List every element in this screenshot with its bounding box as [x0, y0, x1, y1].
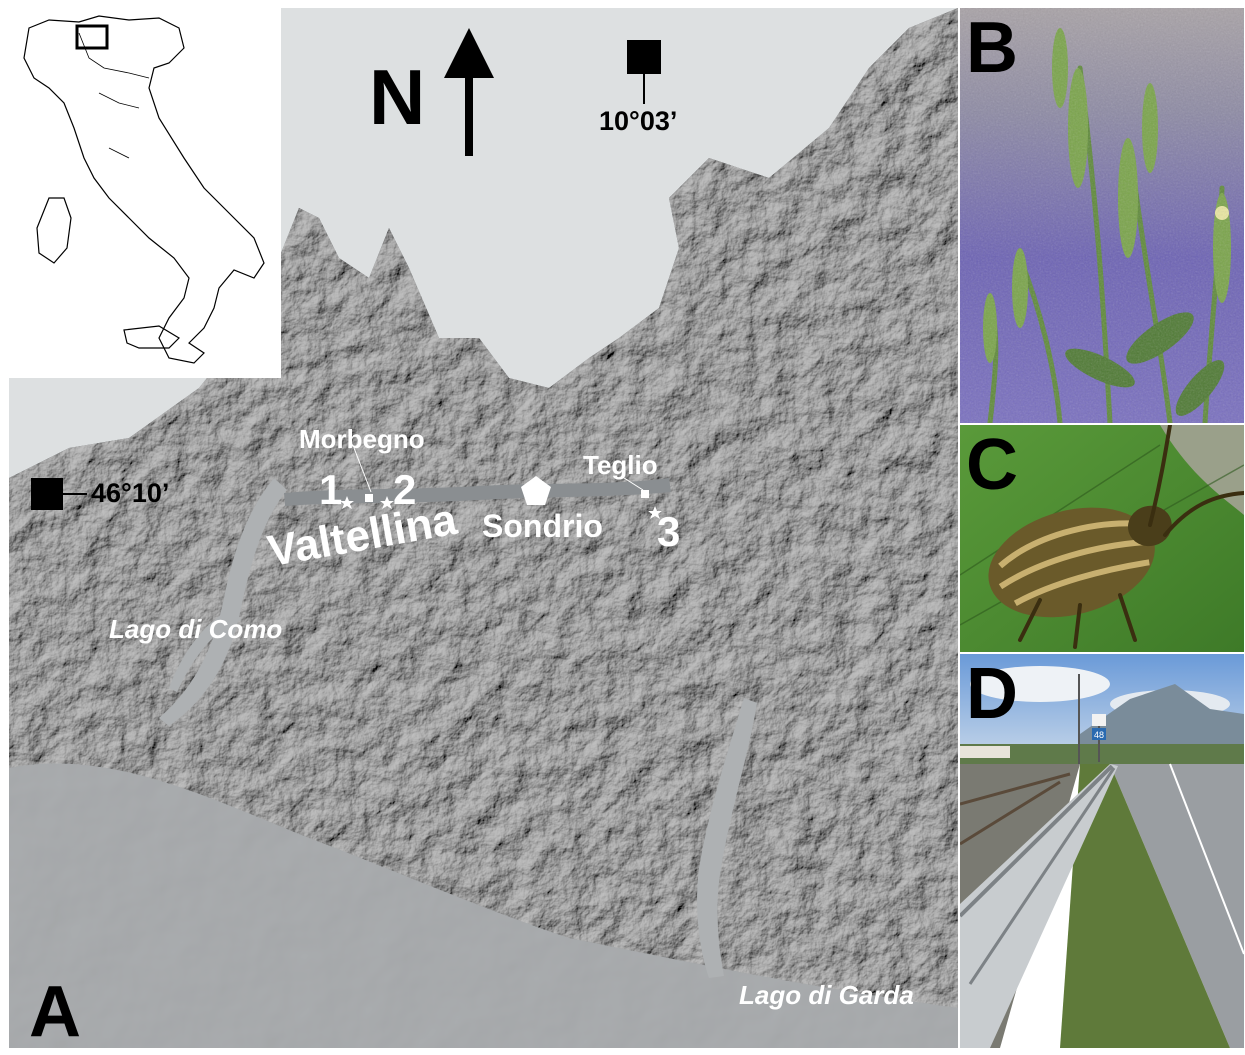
latitude-marker-icon — [31, 478, 87, 510]
italy-outline — [23, 15, 265, 364]
site-1-star-icon — [340, 496, 354, 509]
north-arrow-icon — [444, 28, 494, 156]
north-label: N — [369, 53, 426, 141]
site-1-label: 1 — [319, 466, 343, 513]
photo-panel-d: 48 D — [960, 654, 1244, 1048]
longitude-label: 10°03’ — [599, 106, 678, 136]
map-panel-a: N 10°03’ 46°10’ Morbegno Teglio Sondrio … — [9, 8, 958, 1048]
study-area-box — [75, 24, 109, 50]
panel-label-b: B — [966, 8, 1018, 88]
site-2-star-icon — [380, 496, 394, 509]
panel-label-c: C — [966, 425, 1018, 505]
lago-garda-label: Lago di Garda — [739, 980, 914, 1010]
panel-label-a: A — [29, 972, 81, 1048]
site-markers — [340, 447, 662, 519]
teglio-marker-icon — [641, 490, 649, 498]
sondrio-marker-icon — [521, 476, 551, 505]
site-3-label: 3 — [657, 508, 681, 555]
site-3-star-icon — [648, 506, 662, 519]
latitude-label: 46°10’ — [91, 478, 170, 508]
morbegno-label: Morbegno — [299, 424, 425, 454]
longitude-marker-icon — [627, 40, 661, 104]
lago-como-label: Lago di Como — [109, 614, 283, 644]
roadside-photo: 48 — [960, 654, 1244, 1048]
morbegno-marker-icon — [365, 494, 373, 502]
photo-panel-c: C — [960, 425, 1244, 652]
relief-map — [9, 8, 958, 1048]
site-2-label: 2 — [393, 466, 417, 513]
panel-label-d: D — [966, 654, 1018, 734]
road-sign-number: 48 — [1094, 730, 1104, 740]
teglio-label: Teglio — [583, 450, 658, 480]
sondrio-label: Sondrio — [482, 508, 603, 544]
photo-panel-b: B — [960, 8, 1244, 423]
italy-inset-map — [9, 8, 281, 378]
beetle-photo — [960, 425, 1244, 652]
ragweed-photo — [960, 8, 1244, 423]
